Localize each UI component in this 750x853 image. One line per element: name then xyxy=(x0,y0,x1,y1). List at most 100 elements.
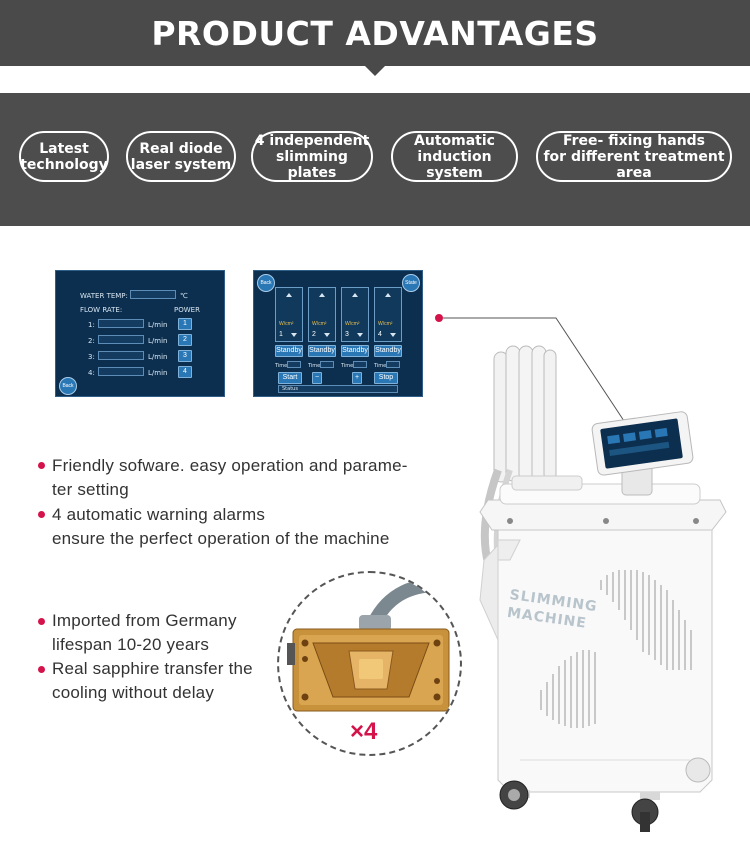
arrow-down-icon[interactable] xyxy=(390,333,396,337)
page-title: PRODUCT ADVANTAGES xyxy=(151,14,599,53)
back-button[interactable]: Back xyxy=(59,377,77,395)
start-button[interactable]: Start xyxy=(278,372,302,384)
arrow-down-icon[interactable] xyxy=(357,333,363,337)
advantage-line2: laser system xyxy=(130,156,232,173)
time-field-3[interactable] xyxy=(353,361,367,368)
flow-unit: L/min xyxy=(148,337,168,345)
callout-dot xyxy=(435,314,443,322)
feature-line: 4 automatic warning alarms xyxy=(52,505,266,524)
advantage-line2: slimming plates xyxy=(276,148,348,181)
flow-field[interactable] xyxy=(98,319,144,328)
advantage-line1: Latest xyxy=(39,140,89,157)
feature-line: Friendly sofware. easy operation and par… xyxy=(52,456,408,475)
time-label: Time: xyxy=(341,363,355,369)
standby-button-2[interactable]: Standby xyxy=(308,345,336,357)
plate-number: 1 xyxy=(279,331,283,338)
time-label: Time: xyxy=(374,363,388,369)
plate-panel-4: W/cm² 4 xyxy=(374,287,402,342)
feature-line: ensure the perfect operation of the mach… xyxy=(52,529,390,548)
arrow-down-icon[interactable] xyxy=(291,333,297,337)
flow-index: 2: xyxy=(88,337,95,345)
time-label: Time: xyxy=(308,363,322,369)
temp-unit: ℃ xyxy=(180,292,188,300)
advantages-band xyxy=(0,93,750,226)
feature-line: cooling without delay xyxy=(52,683,215,702)
power-density-unit: W/cm² xyxy=(312,321,327,327)
header-pointer xyxy=(365,66,385,76)
time-field-4[interactable] xyxy=(386,361,400,368)
advantage-line1: Automatic xyxy=(414,132,495,149)
plate-number: 3 xyxy=(345,331,349,338)
arrow-up-icon[interactable] xyxy=(319,293,325,297)
status-bar: Status xyxy=(278,385,398,393)
screen-water-flow: WATER TEMP: ℃ FLOW RATE: POWER 1: L/min … xyxy=(55,270,225,397)
minus-button[interactable]: − xyxy=(312,372,322,384)
screen-plate-control: Back State W/cm² 1 W/cm² 2 W/cm² 3 W/cm²… xyxy=(253,270,423,397)
sapphire-plate-image xyxy=(287,577,450,712)
power-density-unit: W/cm² xyxy=(378,321,393,327)
feature-item: Friendly sofware. easy operation and par… xyxy=(52,454,408,502)
arrow-down-icon[interactable] xyxy=(324,333,330,337)
quantity-label: ×4 xyxy=(350,718,378,745)
advantage-line2: induction system xyxy=(417,148,492,181)
feature-item: Real sapphire transfer the cooling witho… xyxy=(52,657,253,705)
feature-item: 4 automatic warning alarms ensure the pe… xyxy=(52,503,389,551)
flow-field[interactable] xyxy=(98,351,144,360)
feature-line: Imported from Germany xyxy=(52,611,237,630)
feature-item: Imported from Germany lifespan 10-20 yea… xyxy=(52,609,237,657)
water-temp-field[interactable] xyxy=(130,290,176,299)
back-button[interactable]: Back xyxy=(257,274,275,292)
power-button[interactable]: 2 xyxy=(178,334,192,346)
advantage-line1: Free- fixing hands xyxy=(562,132,706,149)
plate-number: 4 xyxy=(378,331,382,338)
feature-line: lifespan 10-20 years xyxy=(52,635,210,654)
arrow-up-icon[interactable] xyxy=(286,293,292,297)
standby-button-3[interactable]: Standby xyxy=(341,345,369,357)
power-button[interactable]: 4 xyxy=(178,366,192,378)
status-label: Status xyxy=(282,386,298,392)
advantage-line2: for different treatment area xyxy=(543,148,725,181)
time-field-2[interactable] xyxy=(320,361,334,368)
power-button[interactable]: 3 xyxy=(178,350,192,362)
sapphire-zoom-circle xyxy=(277,571,462,756)
flow-index: 1: xyxy=(88,321,95,329)
standby-button-1[interactable]: Standby xyxy=(275,345,303,357)
flow-unit: L/min xyxy=(148,369,168,377)
plate-panel-3: W/cm² 3 xyxy=(341,287,369,342)
power-density-unit: W/cm² xyxy=(345,321,360,327)
feature-line: Real sapphire transfer the xyxy=(52,659,253,678)
power-button[interactable]: 1 xyxy=(178,318,192,330)
flow-field[interactable] xyxy=(98,335,144,344)
bullet-icon xyxy=(38,666,45,673)
arrow-up-icon[interactable] xyxy=(352,293,358,297)
plate-panel-1: W/cm² 1 xyxy=(275,287,303,342)
plus-button[interactable]: + xyxy=(352,372,362,384)
flow-field[interactable] xyxy=(98,367,144,376)
bullet-icon xyxy=(38,618,45,625)
flow-rate-label: FLOW RATE: xyxy=(80,306,123,314)
bullet-icon xyxy=(38,511,45,518)
header-bar xyxy=(0,0,750,66)
arrow-up-icon[interactable] xyxy=(385,293,391,297)
power-density-unit: W/cm² xyxy=(279,321,294,327)
plate-panel-2: W/cm² 2 xyxy=(308,287,336,342)
advantage-line1: 4 independent xyxy=(254,132,370,149)
advantage-line2: technology xyxy=(20,156,108,173)
time-label: Time: xyxy=(275,363,289,369)
standby-button-4[interactable]: Standby xyxy=(374,345,402,357)
bullet-icon xyxy=(38,462,45,469)
flow-unit: L/min xyxy=(148,321,168,329)
plate-number: 2 xyxy=(312,331,316,338)
stop-button[interactable]: Stop xyxy=(374,372,398,384)
flow-index: 3: xyxy=(88,353,95,361)
time-field-1[interactable] xyxy=(287,361,301,368)
power-label: POWER xyxy=(174,306,200,314)
state-button[interactable]: State xyxy=(402,274,420,292)
feature-line: ter setting xyxy=(52,480,129,499)
